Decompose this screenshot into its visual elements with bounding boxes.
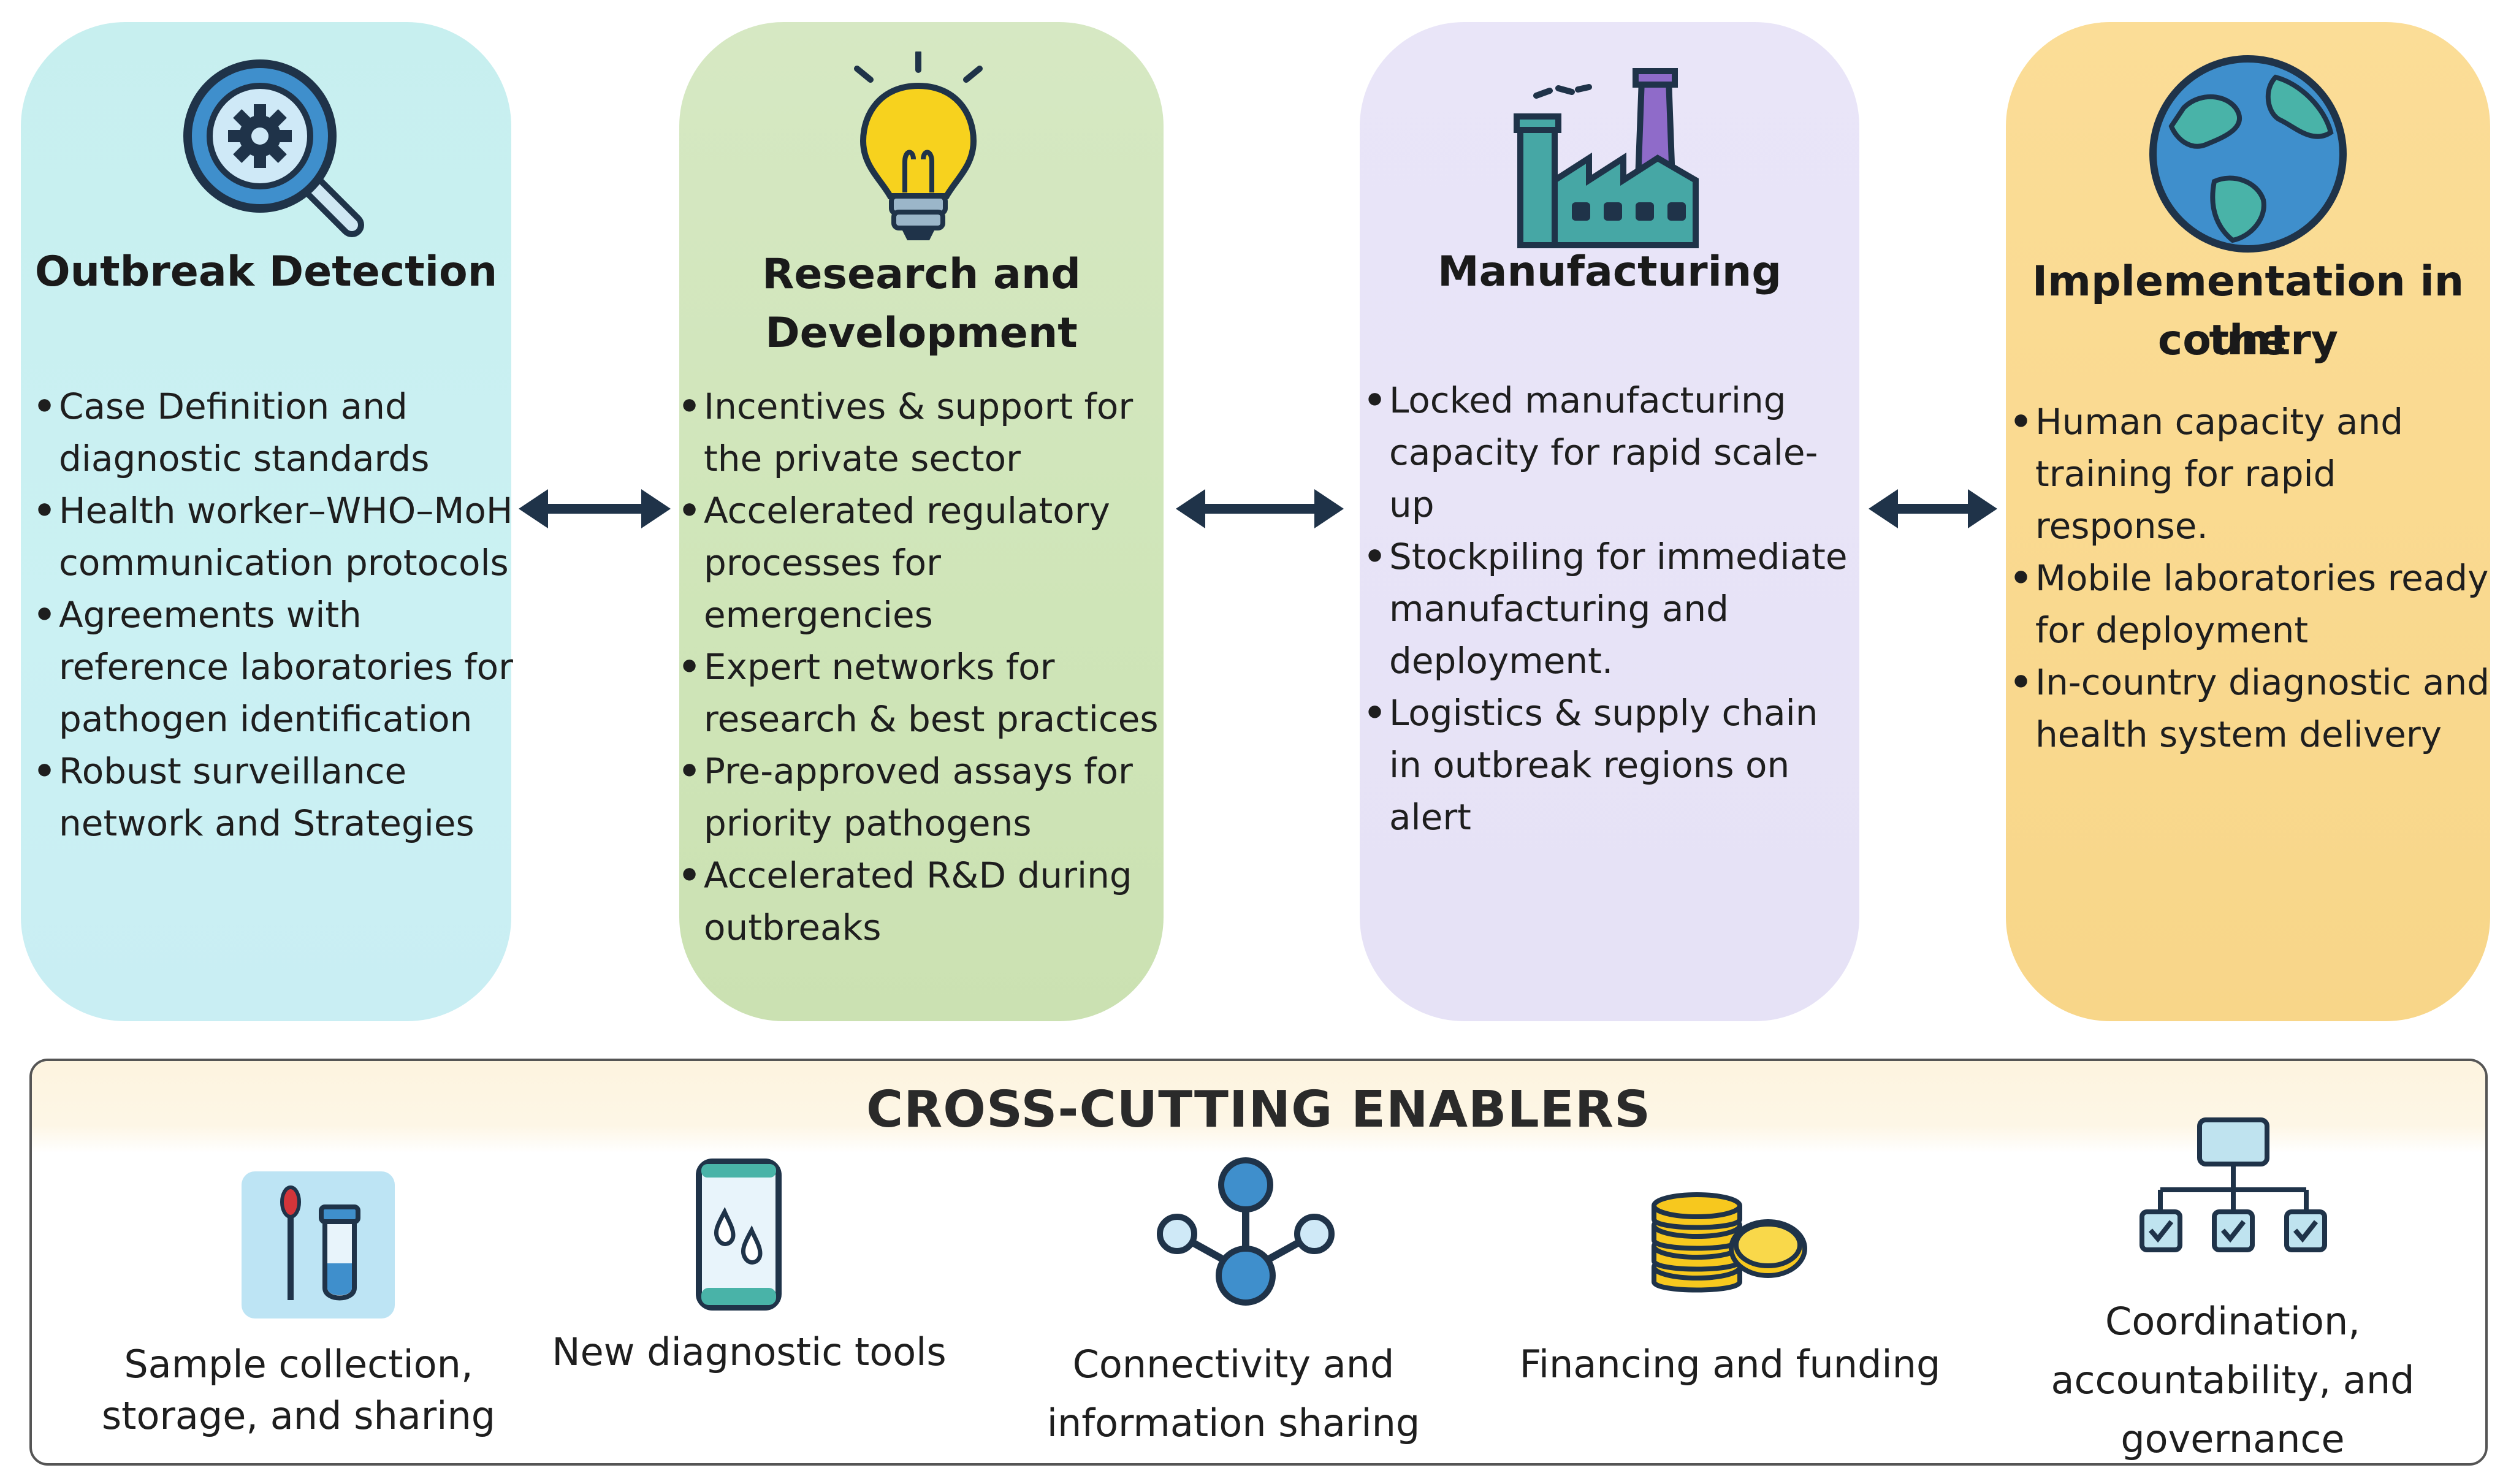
magnifier-gear-icon [183, 59, 364, 237]
list-item: Accelerated R&D during outbreaks [674, 850, 1165, 954]
enablers-header-band [32, 1061, 2485, 1153]
column-title-line-1: Implementation in the [2032, 257, 2464, 365]
double-arrow-icon [1869, 489, 1997, 528]
globe-icon [2149, 55, 2347, 253]
list-item: Mobile laboratories ready for deployment [2006, 552, 2490, 656]
list-item: Robust surveillance network and Strategi… [29, 745, 514, 850]
list-item: Logistics & supply chain in outbreak reg… [1360, 687, 1850, 843]
enabler-connectivity: Connectivity and information sharing [988, 1153, 1479, 1459]
double-arrow-icon [1176, 489, 1344, 528]
column-title-line-2: country [2157, 316, 2339, 365]
list-item: Health worker–WHO–MoH communication prot… [29, 485, 514, 589]
sample-tubes-icon [242, 1171, 395, 1318]
enabler-label-line-3: governance [2120, 1417, 2345, 1461]
column-title: Manufacturing [1438, 248, 1781, 296]
column-title-line-1: Research and [762, 250, 1081, 299]
column-title-line-2: Development [765, 309, 1078, 357]
bullet-list: Locked manufacturing capacity for rapid … [1360, 375, 1850, 843]
enabler-label-line-2: information sharing [1046, 1401, 1420, 1445]
lightbulb-icon [854, 51, 983, 240]
list-item: Expert networks for research & best prac… [674, 641, 1165, 745]
enabler-label-line-1: Connectivity and [1072, 1342, 1395, 1387]
bullet-list: Human capacity and training for rapid re… [2006, 396, 2490, 761]
double-arrow-icon [519, 489, 671, 528]
list-item: Accelerated regulatory processes for eme… [674, 485, 1165, 641]
list-item: Case Definition and diagnostic standards [29, 381, 514, 485]
list-item: Pre-approved assays for priority pathoge… [674, 745, 1165, 850]
diagnostic-device-icon [696, 1159, 782, 1311]
enablers-title: CROSS-CUTTING ENABLERS [866, 1081, 1652, 1139]
column-title: Outbreak Detection [34, 248, 498, 296]
list-item: Agreements with reference laboratories f… [29, 589, 514, 745]
list-item: Stockpiling for immediate manufacturing … [1360, 531, 1850, 687]
column-research-development: Research and Development Incentives & su… [678, 22, 1164, 1021]
factory-icon [1514, 68, 1699, 248]
bullet-list: Case Definition and diagnostic standards… [29, 381, 514, 850]
column-manufacturing: Manufacturing Locked manufacturing capac… [1360, 22, 1859, 1021]
enabler-label-line-2: accountability, and [2051, 1358, 2415, 1402]
enabler-label-line-1: Sample collection, [124, 1342, 473, 1387]
enabler-coordination: Coordination, accountability, and govern… [1994, 1116, 2472, 1463]
enabler-sample-collection: Sample collection, storage, and sharing [69, 1153, 528, 1459]
enabler-label-line-1: Financing and funding [1519, 1342, 1941, 1387]
enabler-new-diagnostic-tools: New diagnostic tools [535, 1153, 964, 1459]
list-item: In-country diagnostic and health system … [2006, 656, 2490, 761]
column-implementation: Implementation in the country Human capa… [2006, 22, 2490, 1021]
enabler-label-line-1: Coordination, [2105, 1299, 2360, 1344]
coins-icon [1652, 1192, 1807, 1293]
list-item: Locked manufacturing capacity for rapid … [1360, 375, 1850, 531]
enabler-financing: Financing and funding [1491, 1153, 1969, 1459]
list-item: Incentives & support for the private sec… [674, 381, 1165, 485]
cross-cutting-enablers-panel: CROSS-CUTTING ENABLERS Sample collection… [29, 1059, 2488, 1466]
column-outbreak-detection: Outbreak Detection Case Definition and d… [21, 22, 514, 1021]
network-nodes-icon [1157, 1157, 1335, 1306]
bullet-list: Incentives & support for the private sec… [674, 381, 1165, 954]
enabler-label-line-1: New diagnostic tools [552, 1330, 947, 1374]
org-chart-icon [2139, 1117, 2327, 1252]
enabler-label-line-2: storage, and sharing [101, 1393, 496, 1438]
list-item: Human capacity and training for rapid re… [2006, 396, 2490, 552]
